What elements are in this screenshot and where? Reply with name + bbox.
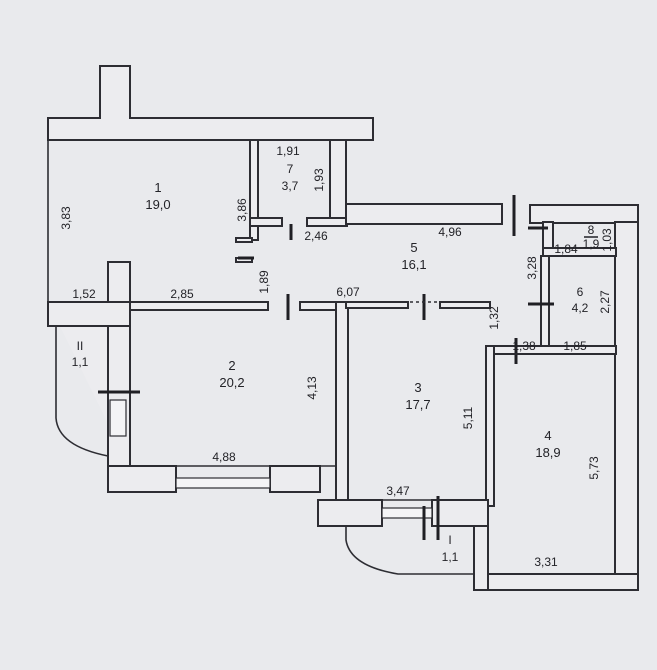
balcony-II-number: II (77, 339, 84, 353)
room-7-area: 3,7 (282, 179, 299, 193)
wall-room3-right (485, 345, 495, 507)
room-4-area: 18,9 (535, 445, 560, 460)
walls (47, 65, 639, 591)
room-3-number: 3 (414, 380, 421, 395)
wall-storage-mid (542, 247, 617, 257)
dim-285: 2,85 (170, 287, 194, 301)
wall-room7-bottom-right (306, 217, 348, 227)
door-marks (98, 195, 554, 540)
wall-room4-top (485, 345, 617, 355)
window-room3-bottom (381, 507, 433, 519)
dim-328: 3,28 (525, 256, 539, 280)
balcony-II-area: 1,1 (72, 355, 89, 369)
room-8-area: 1,9 (583, 237, 600, 251)
room-2-number: 2 (228, 358, 235, 373)
dim-193: 1,93 (312, 168, 326, 192)
window-room2-bottom (175, 477, 271, 489)
wall-room2-outer-left (107, 261, 131, 493)
balcony-II-outline (55, 326, 109, 457)
dim-246: 2,46 (304, 229, 328, 243)
window-balcony-II (109, 399, 127, 437)
dim-191: 1,91 (276, 144, 300, 158)
dim-138: 1,38 (512, 339, 536, 353)
balcony-I-area: 1,1 (442, 550, 459, 564)
wall-room2-bottom-left (107, 465, 177, 493)
room-4-number: 4 (544, 428, 551, 443)
wall-room6-left (540, 255, 550, 347)
room-1-area: 19,0 (145, 197, 170, 212)
wall-room7-top-right (329, 139, 347, 223)
wall-room2-room3 (335, 301, 349, 503)
wall-room3-bottom-left (317, 499, 383, 527)
room-8-number: 8 (588, 223, 595, 237)
dim-184: 1,84 (554, 242, 578, 256)
wall-room3-bottom-right (431, 499, 489, 527)
dim-185: 1,85 (563, 339, 587, 353)
dim-103: 1,03 (600, 228, 614, 252)
dim-386: 3,86 (235, 198, 249, 222)
wall-room7-bottom-left (249, 217, 283, 227)
wall-room2-bottom-right (269, 465, 321, 493)
dim-511: 5,11 (461, 406, 475, 429)
balcony-I-outline (345, 526, 474, 575)
wall-room3-top (345, 301, 409, 309)
dim-189: 1,89 (257, 270, 271, 294)
wall-room2-top (129, 301, 269, 311)
balcony-I-number: I (448, 533, 451, 547)
dim-496: 4,96 (438, 225, 462, 239)
dim-331: 3,31 (534, 555, 558, 569)
wall-room4-bottom (485, 573, 639, 591)
dim-227: 2,27 (598, 290, 612, 314)
room-1-number: 1 (154, 180, 161, 195)
wall-room7-left (249, 139, 259, 241)
dimension-labels: 3,83 3,86 1,91 1,93 2,46 4,96 1,84 1,03 … (59, 144, 614, 569)
room-3-area: 17,7 (405, 397, 430, 412)
dim-607: 6,07 (336, 285, 360, 299)
top-left-wall (47, 65, 374, 141)
room-5-number: 5 (410, 240, 417, 255)
room-2-area: 20,2 (219, 375, 244, 390)
dim-573: 5,73 (587, 456, 601, 480)
dim-488: 4,88 (212, 450, 236, 464)
wall-room3-top-right (439, 301, 491, 309)
room-labels: 1 19,0 2 20,2 3 17,7 4 18,9 5 16,1 6 4,2… (72, 162, 600, 564)
wall-right-outer (614, 221, 639, 591)
dim-132: 1,32 (487, 306, 501, 330)
dim-383: 3,83 (59, 206, 73, 230)
dim-152: 1,52 (72, 287, 96, 301)
room-6-area: 4,2 (572, 301, 589, 315)
dim-413: 4,13 (305, 376, 319, 400)
windows (109, 399, 433, 519)
room-5-area: 16,1 (401, 257, 426, 272)
dim-347: 3,47 (386, 484, 410, 498)
wall-room1-room5 (235, 237, 253, 243)
dimension-lines (48, 301, 614, 501)
wall-corridor-top (345, 203, 503, 225)
room-7-number: 7 (287, 162, 294, 176)
room-6-number: 6 (577, 285, 584, 299)
wall-room2-top-left (47, 301, 131, 327)
wall-right-top (529, 204, 639, 224)
balconies (55, 326, 474, 575)
